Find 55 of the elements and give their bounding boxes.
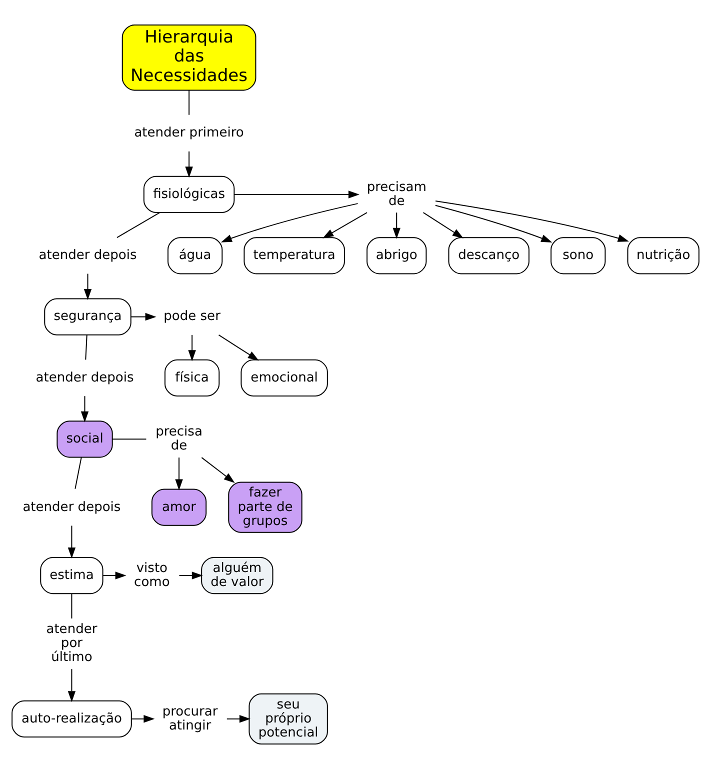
- connector: [188, 90, 190, 114]
- arrow: [132, 714, 155, 722]
- node-text: pode ser: [164, 308, 220, 324]
- connector: [85, 334, 88, 360]
- node-text: precisa de: [156, 424, 202, 454]
- node-box: social: [56, 420, 113, 458]
- node-text: procurar atingir: [162, 704, 218, 733]
- node-text: atender depois: [38, 248, 137, 263]
- arrow: [220, 202, 358, 242]
- arrow: [130, 312, 156, 320]
- node-box: fisiológicas: [143, 175, 235, 213]
- node-box: seu próprio potencial: [248, 692, 328, 744]
- arrow: [84, 273, 92, 300]
- connector: [112, 438, 146, 440]
- node-box: auto-realização: [12, 700, 132, 737]
- node-box: alguém de valor: [201, 556, 274, 594]
- node-box: água: [167, 236, 223, 274]
- arrow: [322, 212, 368, 238]
- arrow: [423, 212, 464, 238]
- node-box: descanço: [448, 236, 530, 274]
- node-text: atender depois: [22, 499, 121, 514]
- node-box: segurança: [44, 298, 132, 335]
- arrow: [234, 190, 360, 198]
- arrow: [80, 396, 89, 422]
- node-text: precisam de: [366, 179, 426, 208]
- connector: [71, 593, 72, 618]
- node-box: física: [164, 358, 220, 396]
- node-text: visto como: [134, 560, 170, 590]
- node-box: sono: [550, 236, 606, 274]
- node-text: atender por último: [46, 622, 98, 665]
- node-box: estima: [40, 556, 104, 594]
- node-box: nutrição: [627, 236, 700, 274]
- arrow: [435, 204, 552, 242]
- node-text: atender primeiro: [134, 125, 244, 140]
- node-box: Hierarquia das Necessidades: [122, 24, 256, 90]
- arrow: [201, 456, 235, 483]
- node-box: temperatura: [244, 236, 345, 274]
- arrow: [68, 525, 76, 558]
- node-box: emocional: [240, 358, 328, 396]
- arrow: [226, 714, 250, 722]
- arrow: [185, 150, 193, 178]
- arrow: [68, 668, 76, 702]
- connector: [116, 212, 160, 238]
- node-box: amor: [151, 488, 207, 526]
- arrow: [179, 571, 203, 579]
- node-box: abrigo: [366, 236, 427, 274]
- arrow: [392, 212, 400, 238]
- node-box: fazer parte de grupos: [228, 481, 302, 532]
- arrow: [188, 334, 196, 361]
- arrow: [103, 571, 126, 579]
- arrow: [435, 200, 629, 242]
- arrow: [218, 334, 259, 360]
- arrow: [175, 457, 183, 490]
- connector: [74, 456, 82, 488]
- node-text: atender depois: [36, 370, 134, 385]
